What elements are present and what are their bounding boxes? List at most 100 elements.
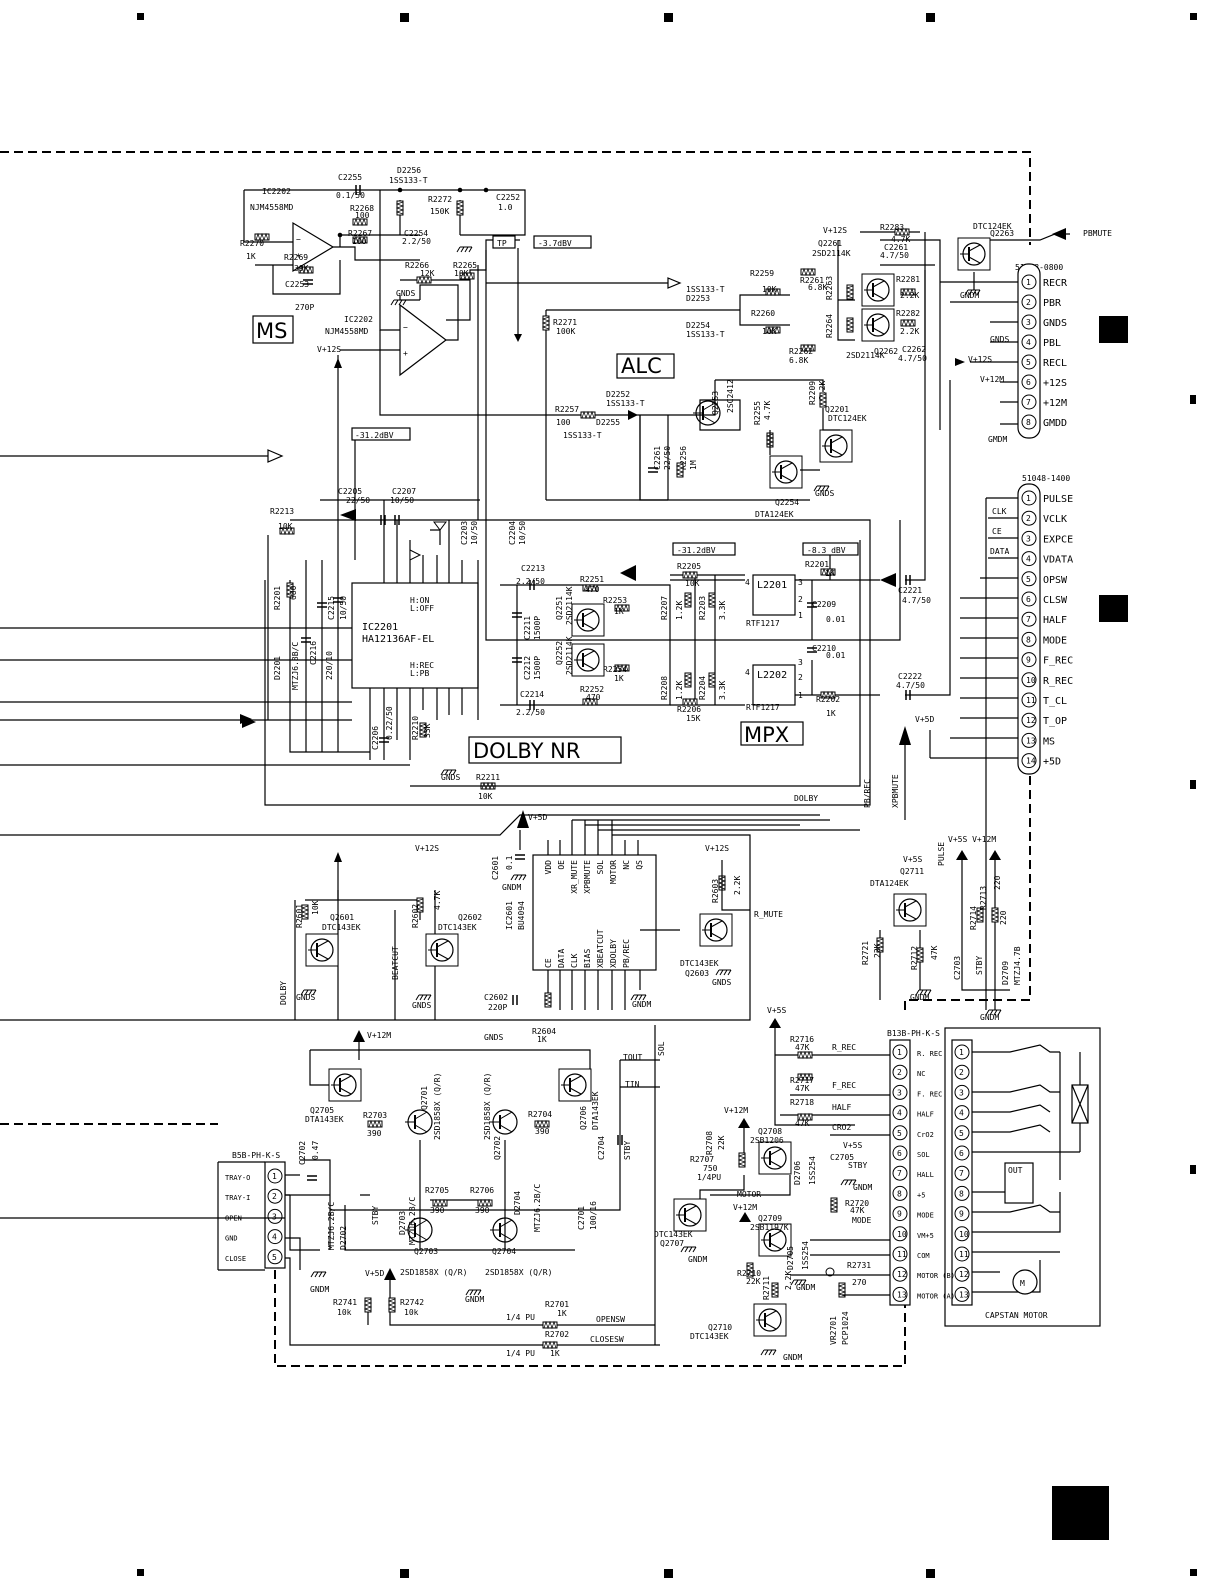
- connector-pin-label: MOTOR (B): [917, 1272, 955, 1280]
- connector-pin-label: R. REC: [917, 1050, 942, 1058]
- svg-text:R2263: R2263: [825, 276, 834, 300]
- connector-pin-label: EXPCE: [1043, 534, 1073, 545]
- svg-text:H:REC: H:REC: [410, 661, 434, 670]
- svg-text:DTA143EK: DTA143EK: [305, 1115, 344, 1124]
- svg-text:0.22/50: 0.22/50: [385, 706, 394, 740]
- svg-text:GNDS: GNDS: [815, 489, 834, 498]
- svg-text:R2269: R2269: [284, 253, 308, 262]
- svg-text:2.2/50: 2.2/50: [402, 237, 431, 246]
- svg-text:10K: 10K: [762, 327, 777, 336]
- svg-text:22/50: 22/50: [346, 496, 370, 505]
- net-r-rec: R_REC: [832, 1043, 856, 1052]
- svg-text:R2705: R2705: [425, 1186, 449, 1195]
- net-dolby-v: DOLBY: [279, 981, 288, 1005]
- svg-text:C2705: C2705: [830, 1153, 854, 1162]
- svg-text:R2207: R2207: [660, 596, 669, 620]
- svg-text:10/50: 10/50: [390, 496, 414, 505]
- svg-text:V+5D: V+5D: [528, 813, 547, 822]
- block-alc: ALC: [621, 354, 662, 378]
- svg-text:Q2710: Q2710: [708, 1323, 732, 1332]
- connector-pin: [954, 1125, 970, 1141]
- connector-pin-number: 2: [959, 1068, 964, 1077]
- svg-text:R2254: R2254: [603, 665, 627, 674]
- block-dolby-nr: DOLBY NR: [473, 739, 580, 763]
- connector-pin: [1021, 551, 1037, 567]
- svg-text:C2601: C2601: [491, 856, 500, 880]
- level-4: -8.3 dBV: [807, 546, 846, 555]
- ic2601-bottom-pin: CE: [544, 958, 553, 968]
- ms-label-box: [252, 315, 294, 344]
- connector-pin-number: 13: [897, 1290, 907, 1299]
- svg-text:R2272: R2272: [428, 195, 452, 204]
- svg-text:1SS254: 1SS254: [808, 1156, 817, 1185]
- svg-text:GNDM: GNDM: [853, 1183, 872, 1192]
- svg-text:MTZJ6.2B/C: MTZJ6.2B/C: [408, 1197, 417, 1245]
- connector-pin-number: 12: [897, 1270, 907, 1279]
- connector-pin-number: 6: [959, 1149, 964, 1158]
- svg-text:3.3K: 3.3K: [718, 681, 727, 700]
- svg-text:BU4094: BU4094: [517, 901, 526, 930]
- svg-text:R2257: R2257: [555, 405, 579, 414]
- ic2202-top-part: NJM4558MD: [250, 203, 294, 212]
- svg-text:4: 4: [745, 578, 750, 587]
- connector-pin: [892, 1145, 908, 1161]
- svg-text:C2252: C2252: [496, 193, 520, 202]
- connector-pin-label: MODE: [917, 1212, 934, 1220]
- svg-text:GNDS: GNDS: [441, 773, 460, 782]
- registration-marks: [137, 13, 1197, 1578]
- svg-text:DTC143EK: DTC143EK: [438, 923, 477, 932]
- svg-text:C2210: C2210: [812, 644, 836, 653]
- svg-text:V+12S: V+12S: [317, 345, 341, 354]
- capstan-label: CAPSTAN MOTOR: [985, 1311, 1048, 1320]
- svg-text:2.2K: 2.2K: [784, 1271, 793, 1290]
- connector-pin: [954, 1206, 970, 1222]
- svg-text:−: −: [296, 235, 301, 244]
- svg-text:C2215: C2215: [327, 596, 336, 620]
- svg-text:C2703: C2703: [953, 956, 962, 980]
- connector-pin-label: MODE: [1043, 635, 1067, 646]
- connector-pin: [892, 1064, 908, 1080]
- svg-text:C2704: C2704: [597, 1136, 606, 1160]
- svg-text:R2201: R2201: [805, 560, 829, 569]
- block-ms: MS: [256, 319, 287, 343]
- svg-text:R2701: R2701: [545, 1300, 569, 1309]
- svg-text:22K: 22K: [717, 1135, 726, 1150]
- svg-text:GNDS: GNDS: [484, 1033, 503, 1042]
- svg-text:33K: 33K: [423, 723, 432, 738]
- svg-text:GNDS: GNDS: [712, 978, 731, 987]
- svg-text:R2262: R2262: [789, 347, 813, 356]
- svg-text:R2703: R2703: [363, 1111, 387, 1120]
- svg-text:C2602: C2602: [484, 993, 508, 1002]
- svg-text:470: 470: [586, 693, 601, 702]
- connector-pin-number: 8: [959, 1189, 964, 1198]
- connector-pin-number: 7: [1026, 615, 1031, 624]
- svg-text:1K: 1K: [826, 709, 836, 718]
- svg-text:Q2701: Q2701: [420, 1086, 429, 1110]
- svg-text:3.3K: 3.3K: [718, 601, 727, 620]
- svg-text:1K: 1K: [614, 607, 624, 616]
- svg-text:R2265: R2265: [453, 261, 477, 270]
- net-motor: MOTOR: [737, 1190, 761, 1199]
- svg-text:C2261: C2261: [884, 243, 908, 252]
- connector-pin: [1021, 611, 1037, 627]
- svg-text:D2256: D2256: [397, 166, 421, 175]
- svg-text:10K: 10K: [311, 900, 320, 915]
- svg-text:D2702: D2702: [339, 1226, 348, 1250]
- connector-pin: [1021, 732, 1037, 748]
- svg-text:R2261: R2261: [800, 276, 824, 285]
- connector-pin-label: GNDS: [1043, 318, 1067, 329]
- svg-text:1: 1: [798, 611, 803, 620]
- connector-pin: [892, 1266, 908, 1282]
- svg-text:Q2603: Q2603: [685, 969, 709, 978]
- net-closesw: CLOSESW: [590, 1335, 624, 1344]
- connector-pin-number: 6: [1026, 595, 1031, 604]
- svg-text:2.2/50: 2.2/50: [516, 577, 545, 586]
- connector-pin-number: 13: [959, 1290, 969, 1299]
- svg-text:D2706: D2706: [793, 1161, 802, 1185]
- connector-pin: [954, 1105, 970, 1121]
- svg-text:Q2705: Q2705: [310, 1106, 334, 1115]
- svg-text:R2704: R2704: [528, 1110, 552, 1119]
- level-3: -31.2dBV: [677, 546, 716, 555]
- net-mode: MODE: [852, 1216, 871, 1225]
- svg-text:R2204: R2204: [698, 676, 707, 700]
